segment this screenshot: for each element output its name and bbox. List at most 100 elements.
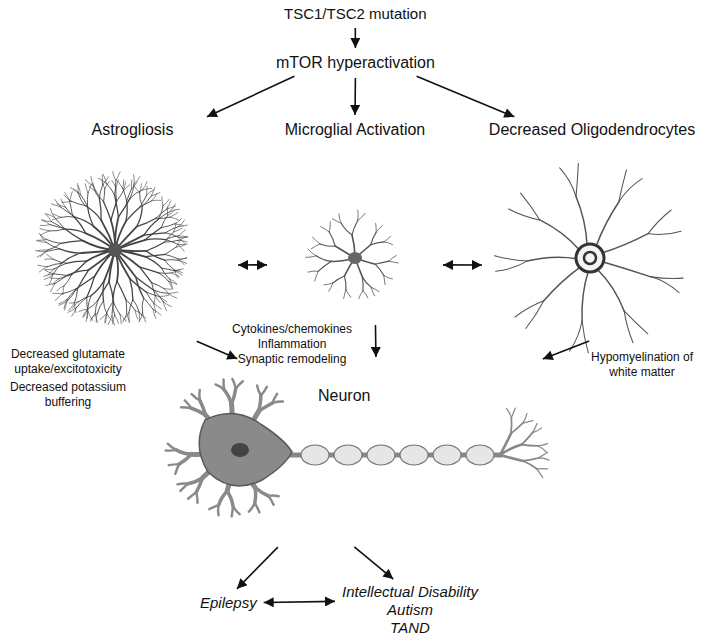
cell-process: [97, 301, 103, 313]
cell-process: [384, 236, 391, 242]
cell-process: [39, 267, 47, 272]
text-node: Intellectual DisabilityAutismTAND: [338, 581, 482, 639]
cell-process: [537, 469, 543, 478]
arrow-connector: [354, 28, 356, 48]
cell-process: [163, 199, 169, 206]
cell-process: [352, 220, 358, 234]
cell-process: [188, 492, 196, 498]
cell-process: [527, 257, 577, 261]
cell-process: [60, 249, 82, 253]
cell-process: [91, 176, 93, 185]
cell-process: [144, 298, 154, 309]
cell-process: [315, 271, 319, 281]
cell-process: [151, 193, 160, 196]
cell-process: [560, 168, 576, 197]
cell-process: [272, 402, 282, 403]
cell-process: [105, 314, 107, 323]
cell-process: [71, 261, 86, 275]
cell-process: [178, 259, 185, 265]
cell-process: [163, 302, 166, 311]
cell-process: [165, 247, 176, 254]
node-text: Epilepsy: [200, 593, 257, 612]
cell-process: [375, 223, 377, 232]
cell-process: [523, 461, 537, 469]
cell-process: [165, 260, 175, 270]
cell-process: [648, 210, 671, 234]
neuron-illustration: [166, 379, 549, 516]
cell-process: [40, 250, 47, 257]
cell-process: [87, 193, 89, 207]
cell-process: [39, 233, 46, 239]
cell-process: [168, 210, 175, 215]
cell-process: [506, 409, 511, 418]
cell-process: [597, 269, 624, 311]
cell-process: [316, 256, 331, 262]
cell-process: [96, 191, 104, 202]
cell-process: [346, 290, 351, 298]
cell-process: [311, 244, 320, 249]
cell-process: [53, 274, 67, 276]
cell-process: [537, 468, 547, 470]
node-text: Neuron: [315, 386, 373, 406]
node-text: mTOR hyperactivation: [276, 53, 435, 73]
cell-process: [389, 261, 398, 263]
cell-process: [168, 292, 178, 293]
cell-process: [540, 220, 580, 250]
cell-process: [384, 275, 385, 284]
cell-process: [154, 304, 156, 313]
cell-process: [232, 389, 236, 404]
cell-process: [495, 256, 528, 261]
cell-process: [537, 446, 546, 452]
cell-process: [70, 192, 73, 201]
cell-process: [324, 283, 333, 285]
cell-process: [116, 172, 120, 181]
cell-process: [115, 181, 116, 195]
node-text: TSC1/TSC2 mutation: [284, 4, 427, 23]
cell-process: [523, 421, 533, 423]
cell-process: [375, 261, 389, 264]
cell-process: [133, 299, 139, 311]
cell-process: [333, 276, 345, 283]
cell-process: [85, 184, 88, 193]
node-text: Astrogliosis: [30, 120, 235, 140]
cell-process: [59, 275, 72, 279]
cell-process: [169, 464, 179, 465]
cell-process: [168, 444, 176, 450]
cell-process: [172, 270, 180, 273]
cell-process: [500, 445, 522, 455]
myelin-segment: [301, 445, 329, 465]
cell-process: [38, 249, 48, 251]
cell-process: [582, 271, 588, 321]
cell-process: [376, 226, 382, 233]
cell-process: [137, 206, 143, 226]
cell-process: [371, 242, 384, 245]
cell-process: [53, 214, 61, 218]
cell-process: [103, 174, 106, 183]
cell-process: [179, 237, 186, 243]
cell-process: [596, 202, 619, 246]
cell-process: [159, 295, 168, 296]
cell-process: [133, 174, 135, 184]
cell-process: [178, 244, 187, 245]
cell-process: [112, 316, 115, 325]
cell-process: [154, 295, 155, 304]
cell-process: [344, 290, 346, 299]
arrow-connector: [354, 78, 356, 115]
arrow-connector: [264, 601, 335, 602]
cell-process: [146, 242, 165, 251]
cell-process: [306, 256, 316, 258]
oligodendrocyte-soma: [576, 244, 604, 272]
cell-process: [51, 222, 64, 230]
arrow-connector: [238, 264, 267, 266]
cell-process: [177, 482, 187, 485]
cell-process: [515, 301, 544, 317]
cell-process: [362, 277, 371, 287]
cell-process: [67, 289, 77, 299]
cell-process: [321, 227, 330, 232]
cell-process: [61, 216, 75, 218]
cell-process: [77, 270, 88, 289]
cell-process: [509, 209, 540, 220]
cell-process: [179, 236, 188, 238]
cell-process: [66, 261, 86, 263]
